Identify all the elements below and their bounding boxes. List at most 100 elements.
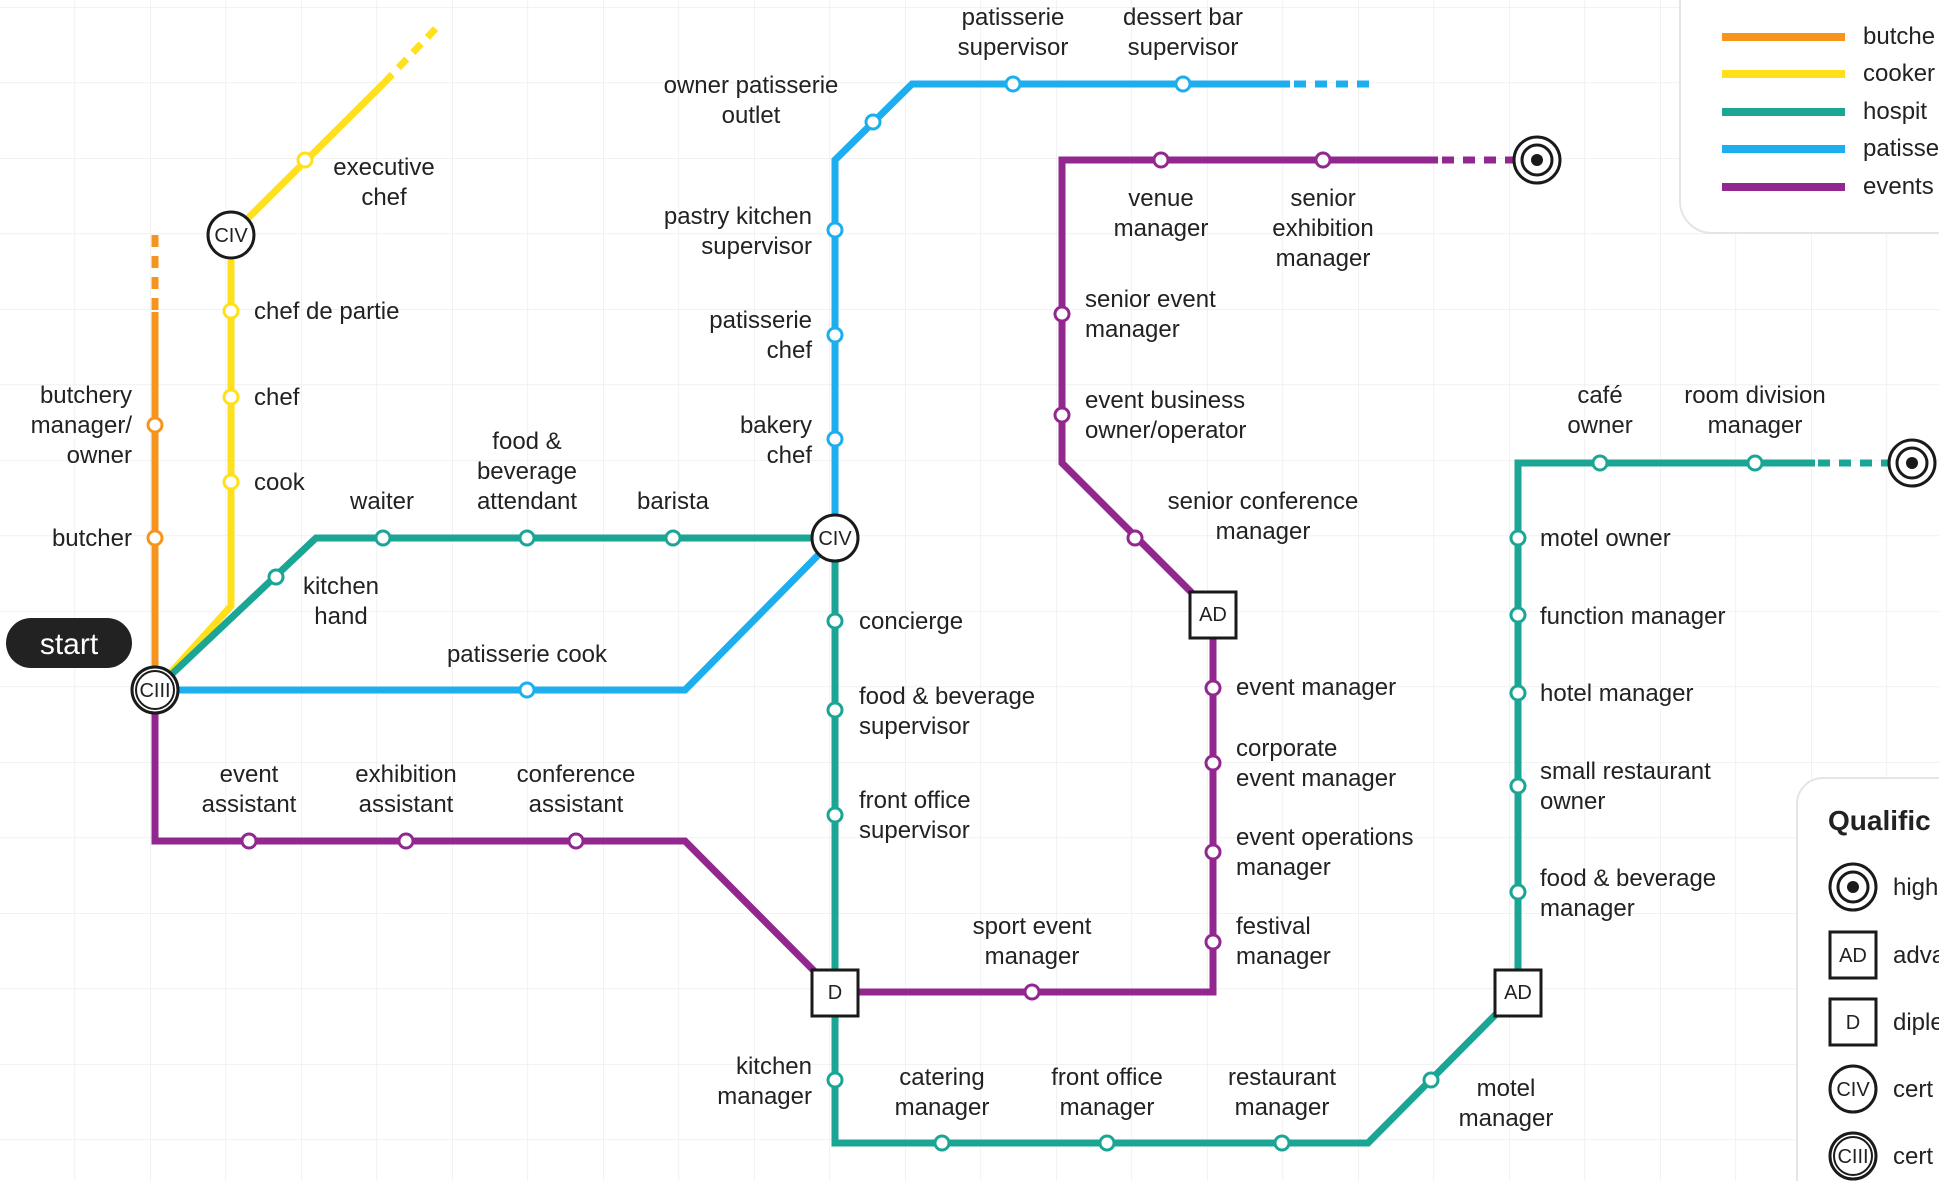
- station-dot: [222, 302, 240, 320]
- svg-text:CIII: CIII: [1837, 1146, 1868, 1168]
- start-badge: start: [6, 618, 132, 668]
- role-label-line: exhibition: [1272, 215, 1373, 242]
- station-dot: [1204, 933, 1222, 951]
- role-label-line: supervisor: [1128, 34, 1239, 61]
- legend-advanced-diploma-icon: AD: [1828, 930, 1878, 980]
- station-dot: [1509, 883, 1527, 901]
- svg-text:CIV: CIV: [1836, 1079, 1870, 1101]
- role-label-event-operations-manager: event operations manager: [1236, 824, 1413, 881]
- station-dot: [222, 473, 240, 491]
- station-dot: [1098, 1134, 1116, 1152]
- role-label-line: conference: [517, 761, 636, 788]
- station-dot: [1004, 75, 1022, 93]
- role-label-line: beverage: [477, 458, 577, 485]
- role-label-line: bakery: [740, 412, 812, 439]
- station-dot: [1509, 606, 1527, 624]
- role-label-line: hotel manager: [1540, 680, 1693, 707]
- role-label-line: food & beverage: [1540, 865, 1716, 892]
- role-label-line: event manager: [1236, 674, 1396, 701]
- advanced-diploma-node-hospitality: AD: [1493, 968, 1543, 1018]
- legend-cert-iv-icon: CIV: [1828, 1064, 1878, 1114]
- role-label-function-manager: function manager: [1540, 603, 1725, 630]
- station-dot: [1053, 406, 1071, 424]
- role-label-line: executive: [333, 154, 434, 181]
- role-label-line: manager: [1085, 316, 1180, 343]
- svg-text:CIV: CIV: [214, 225, 248, 247]
- role-label-line: event: [220, 761, 279, 788]
- role-label-line: event business: [1085, 387, 1245, 414]
- legend-cert-iii-icon: CIII: [1828, 1131, 1878, 1181]
- role-label-line: manager: [1236, 854, 1331, 881]
- role-label-line: chef: [361, 184, 407, 211]
- cert-iv-node-cookery: CIV: [206, 210, 256, 260]
- role-label-line: chef: [254, 384, 300, 411]
- role-label-chef-de-partie: chef de partie: [254, 298, 399, 325]
- station-dot: [1204, 679, 1222, 697]
- role-label-line: pastry kitchen: [664, 203, 812, 230]
- station-dot: [1174, 75, 1192, 93]
- role-label-line: food &: [492, 428, 561, 455]
- role-label-line: barista: [637, 488, 710, 515]
- higher-education-target-icon: [1512, 135, 1562, 185]
- legend-label-hospitality: hospit: [1863, 98, 1927, 125]
- role-label-line: corporate: [1236, 735, 1337, 762]
- role-label-concierge: concierge: [859, 608, 963, 635]
- svg-text:D: D: [1846, 1012, 1860, 1034]
- station-dot: [1204, 843, 1222, 861]
- role-label-line: butchery: [40, 382, 132, 409]
- role-label-chef: chef: [254, 384, 300, 411]
- legend-label-events: events: [1863, 173, 1934, 200]
- role-label-line: motel owner: [1540, 525, 1671, 552]
- svg-text:AD: AD: [1839, 945, 1867, 967]
- svg-text:CIII: CIII: [139, 680, 170, 702]
- svg-text:AD: AD: [1199, 604, 1227, 626]
- role-label-barista: barista: [637, 488, 710, 515]
- role-label-line: event operations: [1236, 824, 1413, 851]
- role-label-food-beverage-attendant: food & beverage attendant: [477, 428, 577, 515]
- station-dot: [1591, 454, 1609, 472]
- legend-label-cookery: cooker: [1863, 60, 1935, 87]
- role-label-line: restaurant: [1228, 1064, 1336, 1091]
- role-label-line: manager: [1235, 1094, 1330, 1121]
- cookery-line-continuation: [381, 21, 443, 86]
- role-label-line: supervisor: [859, 817, 970, 844]
- station-dot: [826, 612, 844, 630]
- higher-education-target-icon: [1887, 438, 1937, 488]
- station-dot: [1152, 151, 1170, 169]
- role-label-line: owner: [1540, 788, 1605, 815]
- legend-qual-label: cert: [1893, 1143, 1933, 1170]
- role-label-front-office-supervisor: front office supervisor: [859, 787, 971, 844]
- role-label-event-manager: event manager: [1236, 674, 1396, 701]
- role-label-line: front office: [859, 787, 971, 814]
- qualification-legend-items: Qualific high AD adva D diple CIV cert C…: [1828, 805, 1939, 1181]
- station-dot: [1509, 684, 1527, 702]
- role-label-line: chef de partie: [254, 298, 399, 325]
- legend-qual-label: high: [1893, 874, 1938, 901]
- role-label-line: manager: [1060, 1094, 1155, 1121]
- role-label-line: sport event: [973, 913, 1092, 940]
- legend-higher-ed-icon: [1828, 862, 1878, 912]
- legend-label-butchery: butche: [1863, 23, 1935, 50]
- role-label-line: patisserie: [962, 4, 1065, 31]
- role-label-line: attendant: [477, 488, 577, 515]
- station-dot: [826, 701, 844, 719]
- role-label-line: manager/: [31, 412, 133, 439]
- role-label-line: assistant: [359, 791, 454, 818]
